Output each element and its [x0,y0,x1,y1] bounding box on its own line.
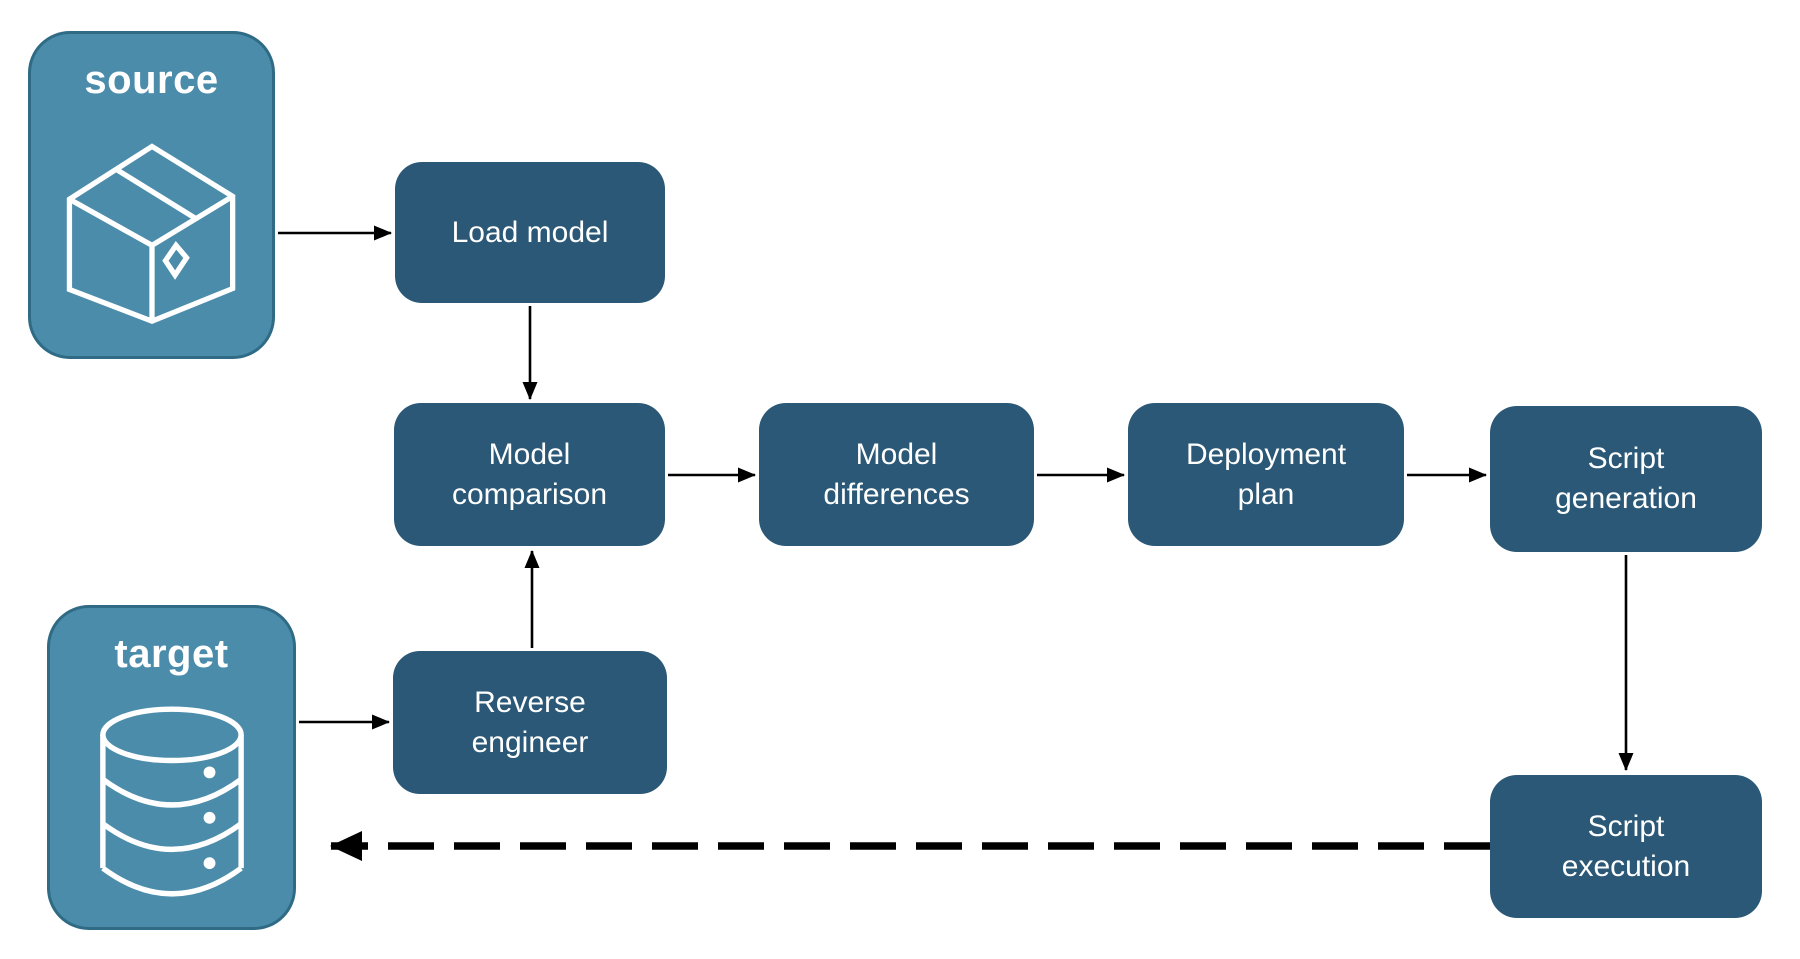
entity-source: source [28,31,275,359]
node-model-comparison-label: Model comparison [451,437,608,511]
node-script-execution-label: Script execution [1561,809,1691,883]
package-icon [31,102,272,356]
node-script-generation: Script generation [1490,406,1762,552]
node-model-differences: Model differences [759,403,1034,546]
node-model-comparison: Model comparison [394,403,665,546]
node-deployment-plan: Deployment plan [1128,403,1404,546]
node-load-model: Load model [395,162,665,303]
database-icon [50,676,293,927]
node-reverse-engineer-label: Reverse engineer [471,685,589,759]
node-reverse-engineer: Reverse engineer [393,651,667,794]
node-model-differences-label: Model differences [823,437,970,511]
target-label: target [114,632,229,676]
entity-target: target [47,605,296,930]
node-script-execution: Script execution [1490,775,1762,918]
node-load-model-label: Load model [451,215,609,249]
node-deployment-plan-label: Deployment plan [1185,437,1347,511]
node-script-generation-label: Script generation [1555,442,1697,515]
source-label: source [84,58,219,102]
